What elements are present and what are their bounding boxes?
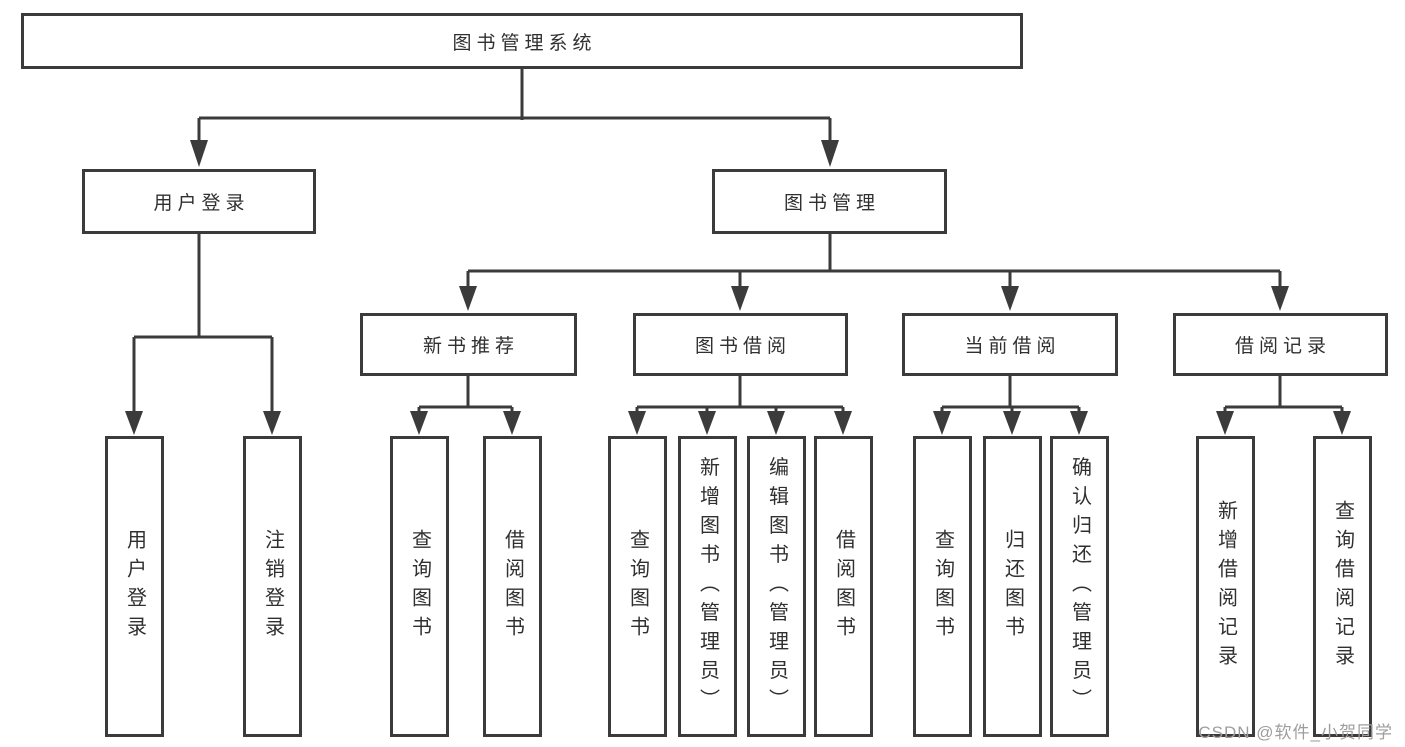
node-current-borrowing: 当前借阅 bbox=[902, 313, 1118, 376]
leaf-label: 查询图书 bbox=[408, 528, 431, 645]
leaf-label: 归还图书 bbox=[1001, 528, 1024, 645]
node-library-management-system: 图书管理系统 bbox=[21, 13, 1023, 69]
leaf-return-books: 归还图书 bbox=[983, 436, 1042, 737]
leaf-label: 新增借阅记录 bbox=[1214, 499, 1237, 674]
node-label: 借阅记录 bbox=[1234, 336, 1331, 357]
leaf-user-login: 用户登录 bbox=[105, 436, 164, 737]
node-label: 图书管理系统 bbox=[452, 32, 597, 54]
leaf-confirm-return-admin: 确认归还（管理员） bbox=[1050, 436, 1109, 737]
leaf-borrow-books-borrowing: 借阅图书 bbox=[814, 436, 873, 737]
node-label: 当前借阅 bbox=[964, 336, 1061, 357]
leaf-label: 编辑图书（管理员） bbox=[765, 456, 788, 717]
leaf-query-borrow-record: 查询借阅记录 bbox=[1313, 436, 1372, 737]
leaf-label: 查询图书 bbox=[626, 528, 649, 645]
leaf-label: 查询图书 bbox=[931, 528, 954, 645]
leaf-add-borrow-record: 新增借阅记录 bbox=[1196, 436, 1255, 737]
node-borrowing-records: 借阅记录 bbox=[1173, 313, 1388, 376]
node-label: 用户登录 bbox=[153, 193, 250, 214]
leaf-label: 确认归还（管理员） bbox=[1068, 456, 1091, 717]
node-label: 图书管理 bbox=[783, 193, 880, 214]
node-label: 图书借阅 bbox=[694, 336, 791, 357]
leaf-label: 新增图书（管理员） bbox=[696, 456, 719, 717]
leaf-label: 借阅图书 bbox=[832, 528, 855, 645]
csdn-watermark: CSDN @软件_小贺同学 bbox=[1198, 723, 1393, 742]
node-book-borrowing: 图书借阅 bbox=[633, 313, 848, 376]
leaf-label: 查询借阅记录 bbox=[1331, 499, 1354, 674]
leaf-query-books-recommend: 查询图书 bbox=[390, 436, 449, 737]
arrowheads bbox=[125, 140, 1351, 435]
node-user-login: 用户登录 bbox=[82, 169, 316, 234]
leaf-label: 注销登录 bbox=[261, 528, 284, 645]
leaf-logout: 注销登录 bbox=[243, 436, 302, 737]
node-new-book-recommendation: 新书推荐 bbox=[360, 313, 577, 376]
node-label: 新书推荐 bbox=[422, 336, 519, 357]
leaf-label: 借阅图书 bbox=[501, 528, 524, 645]
connector-lines bbox=[132, 68, 1344, 413]
leaf-query-books-borrowing: 查询图书 bbox=[608, 436, 667, 737]
node-book-management: 图书管理 bbox=[712, 169, 947, 234]
leaf-edit-books-admin: 编辑图书（管理员） bbox=[747, 436, 806, 737]
leaf-query-books-current: 查询图书 bbox=[913, 436, 972, 737]
leaf-add-books-admin: 新增图书（管理员） bbox=[678, 436, 737, 737]
leaf-borrow-books-recommend: 借阅图书 bbox=[483, 436, 542, 737]
leaf-label: 用户登录 bbox=[123, 528, 146, 645]
